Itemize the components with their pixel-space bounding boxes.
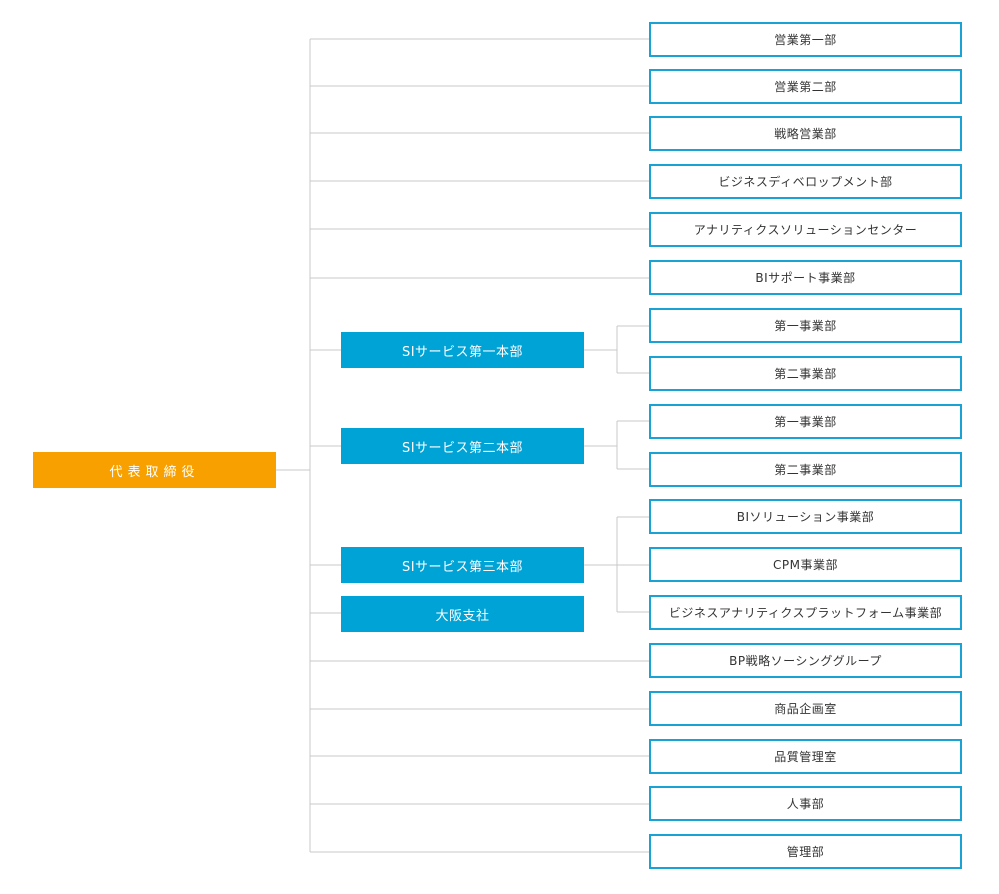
division-si-3: SIサービス第三本部: [341, 547, 584, 583]
department-box: BIソリューション事業部: [649, 499, 962, 534]
department-box: 商品企画室: [649, 691, 962, 726]
department-label: CPM事業部: [773, 558, 838, 572]
department-box: 品質管理室: [649, 739, 962, 774]
department-label: ビジネスディベロップメント部: [718, 175, 893, 189]
division-label: SIサービス第一本部: [401, 344, 524, 360]
department-box: BIサポート事業部: [649, 260, 962, 295]
division-label: SIサービス第三本部: [401, 559, 524, 575]
ceo-label: 代表取締役: [109, 464, 200, 480]
department-box: ビジネスアナリティクスプラットフォーム事業部: [649, 595, 962, 630]
division-label: 大阪支社: [435, 608, 490, 624]
department-box: 管理部: [649, 834, 962, 869]
division-label: SIサービス第二本部: [401, 440, 524, 456]
department-label: 営業第二部: [774, 80, 837, 94]
division-si-2: SIサービス第二本部: [341, 428, 584, 464]
department-label: 第一事業部: [774, 415, 837, 429]
department-box: 戦略営業部: [649, 116, 962, 151]
department-label: 人事部: [786, 797, 825, 811]
department-label: BP戦略ソーシンググループ: [729, 654, 882, 668]
department-box: 営業第一部: [649, 22, 962, 57]
ceo-box: 代表取締役: [33, 452, 276, 488]
department-box: 第二事業部: [649, 452, 962, 487]
department-box: 人事部: [649, 786, 962, 821]
department-label: BIサポート事業部: [755, 271, 856, 285]
department-box: 第一事業部: [649, 404, 962, 439]
department-label: 管理部: [786, 845, 825, 859]
department-label: 第二事業部: [774, 463, 837, 477]
department-label: 第一事業部: [774, 319, 837, 333]
department-label: 営業第一部: [774, 33, 837, 47]
department-label: アナリティクスソリューションセンター: [693, 223, 918, 237]
department-label: 戦略営業部: [774, 127, 837, 141]
division-osaka: 大阪支社: [341, 596, 584, 632]
department-box: ビジネスディベロップメント部: [649, 164, 962, 199]
department-box: BP戦略ソーシンググループ: [649, 643, 962, 678]
department-box: アナリティクスソリューションセンター: [649, 212, 962, 247]
department-box: 第一事業部: [649, 308, 962, 343]
division-si-1: SIサービス第一本部: [341, 332, 584, 368]
department-box: 営業第二部: [649, 69, 962, 104]
department-label: 商品企画室: [774, 702, 837, 716]
department-label: 品質管理室: [774, 750, 837, 764]
department-label: ビジネスアナリティクスプラットフォーム事業部: [668, 606, 943, 620]
department-label: BIソリューション事業部: [736, 510, 875, 524]
department-box: CPM事業部: [649, 547, 962, 582]
department-box: 第二事業部: [649, 356, 962, 391]
department-label: 第二事業部: [774, 367, 837, 381]
